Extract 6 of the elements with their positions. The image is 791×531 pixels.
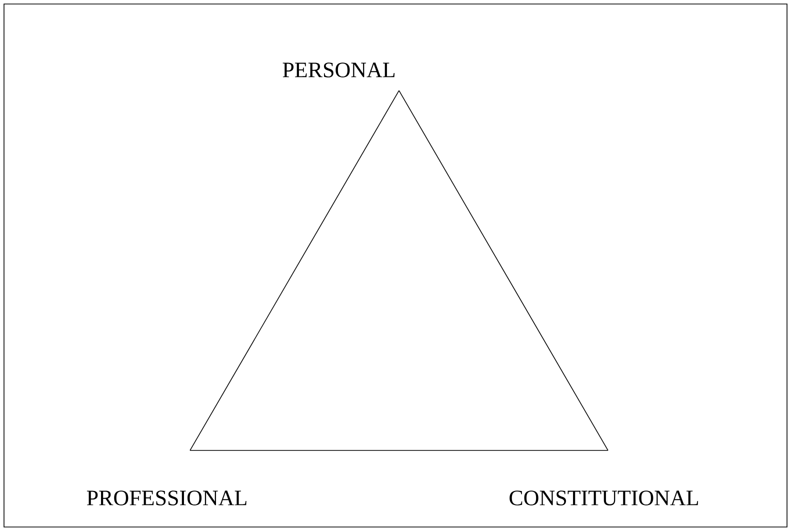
vertex-label: CONSTITUTIONAL (510, 490, 698, 506)
triangle-side (190, 450, 608, 451)
triangle-side (398, 90, 608, 451)
vertex-label: PERSONAL (282, 62, 395, 78)
triangle-side (190, 90, 400, 451)
vertex-label: PROFESSIONAL (86, 490, 246, 506)
